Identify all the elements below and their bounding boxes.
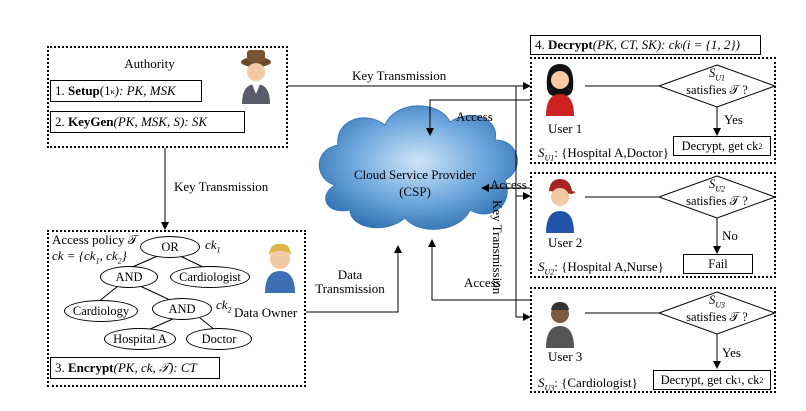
user2-attributes: SU2: {Hospital A,Nurse}: [538, 259, 664, 277]
tree-node-hospital-a: Hospital A: [104, 328, 176, 350]
arrow-key-transmission-vertical: [515, 86, 531, 321]
user2-name: User 2: [548, 235, 583, 250]
tree-node-and2: AND: [152, 298, 212, 320]
user1-box: [530, 57, 776, 164]
data-owner-avatar: [265, 243, 295, 293]
ck-set-label: ck = {ck1, ck2}: [52, 248, 127, 266]
user3-branch: Yes: [722, 345, 741, 360]
user2-condition: SU2 satisfies 𝒯 ?: [686, 177, 748, 208]
user3-avatar: [546, 302, 574, 348]
data-owner-box: [47, 230, 306, 387]
user3-box: [530, 287, 776, 393]
user3-attributes: SU3: {Cardiologist}: [538, 375, 638, 393]
data-transmission-label: Data Transmission: [315, 267, 385, 297]
user2-box: [530, 172, 776, 278]
user1-branch: Yes: [724, 112, 743, 127]
user2-branch: No: [722, 228, 738, 243]
user2-result: Fail: [683, 254, 753, 274]
tree-node-cardiology: Cardiology: [64, 300, 138, 322]
user1-attributes: SU1: {Hospital A,Doctor}: [538, 145, 669, 163]
tree-node-or: OR: [140, 236, 200, 258]
access-mid-label: Access: [490, 177, 527, 192]
csp-label: Cloud Service Provider (CSP): [353, 167, 477, 200]
ck1-label: ck1: [205, 237, 221, 255]
key-transmission-left-label: Key Transmission: [174, 179, 269, 194]
user1-condition: SU1 satisfies 𝒯 ?: [686, 66, 748, 97]
ck2-label: ck2: [216, 297, 232, 315]
arrow-access-top: [426, 99, 530, 136]
authority-title: Authority: [124, 56, 175, 71]
authority-box: [47, 46, 288, 148]
tree-node-and1: AND: [100, 266, 158, 288]
key-transmission-top-label: Key Transmission: [352, 68, 447, 83]
authority-avatar: [241, 50, 271, 104]
user3-name: User 3: [548, 349, 583, 364]
user3-condition: SU3 satisfies 𝒯 ?: [686, 293, 748, 324]
tree-node-cardiologist: Cardiologist: [170, 266, 250, 288]
access-bottom-label: Access: [464, 275, 501, 290]
tree-node-doctor: Doctor: [186, 328, 252, 350]
data-owner-label: Data Owner: [234, 305, 298, 320]
arrow-data-transmission: [306, 245, 402, 313]
arrow-access-bottom: [428, 239, 530, 301]
user1-name: User 1: [548, 121, 583, 136]
access-policy-label: Access policy 𝒯: [52, 232, 138, 247]
encrypt-step: 3. Encrypt(PK, ck, 𝒯): CT: [50, 357, 220, 379]
access-top-label: Access: [456, 109, 493, 124]
keygen-step: 2. KeyGen(PK, MSK, S): SK: [50, 111, 245, 133]
user2-avatar: [546, 179, 576, 233]
user1-avatar: [546, 64, 574, 116]
